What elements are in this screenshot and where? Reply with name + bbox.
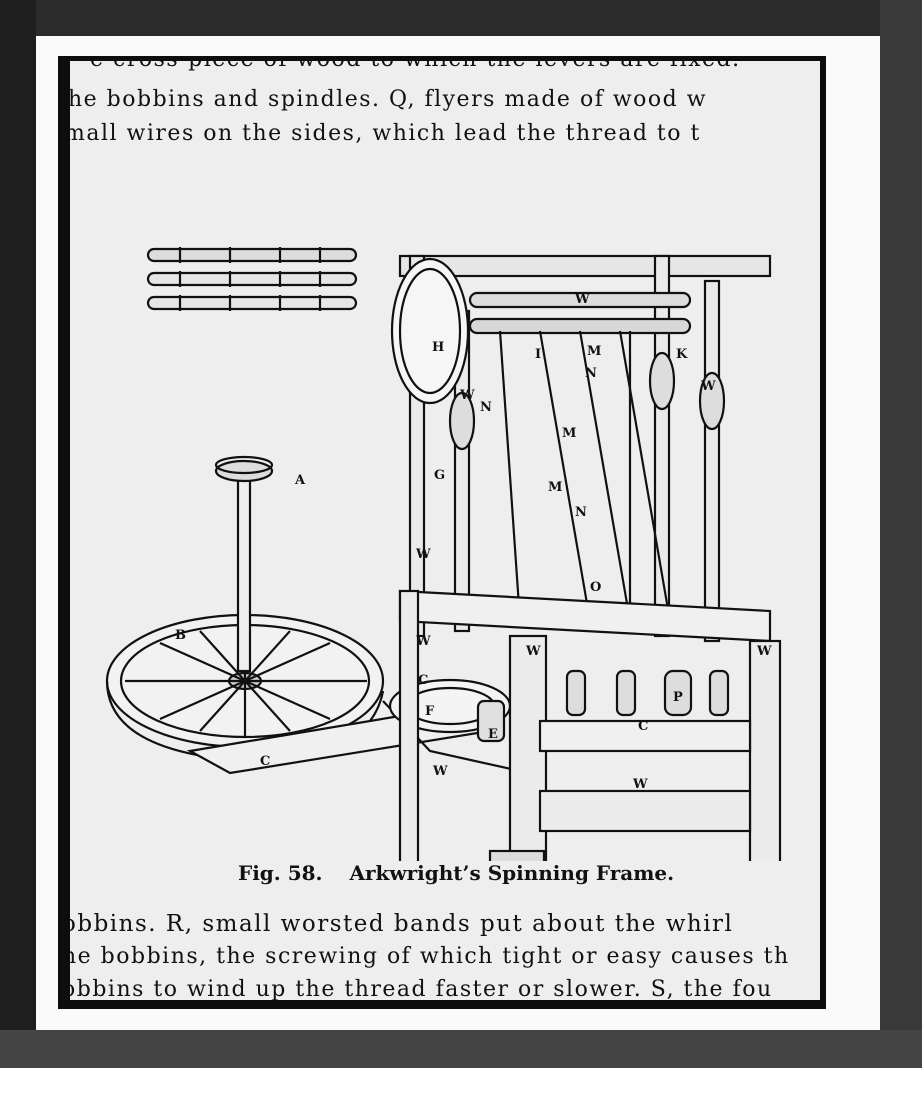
label-W-bottom: W — [632, 777, 648, 792]
label-M-top: M — [587, 344, 601, 359]
label-W-right: W — [700, 379, 716, 394]
label-K: K — [676, 347, 688, 362]
label-M-low: M — [548, 480, 562, 495]
label-W-post: W — [415, 547, 431, 562]
label-F: F — [425, 704, 435, 719]
frame-right-edge — [880, 0, 922, 1068]
label-W-corner: W — [756, 644, 772, 659]
label-E: E — [488, 727, 498, 742]
label-W-top: W — [574, 292, 590, 307]
text-line-bottom-2: obbins to wind up the thread faster or s… — [70, 977, 773, 1000]
label-I: I — [535, 347, 541, 362]
frame-top-edge — [0, 0, 922, 36]
spindle-illustrations — [146, 247, 358, 311]
print-border: e cross-piece of wood to which the lever… — [58, 56, 826, 1009]
label-P: P — [673, 690, 683, 705]
machine-frame — [390, 254, 782, 861]
figure-caption: Fig. 58. Arkwright’s Spinning Frame. — [238, 861, 674, 885]
text-line-top-2: mall wires on the sides, which lead the … — [70, 121, 701, 146]
frame-bottom-edge — [0, 1030, 922, 1068]
label-W-column: W — [525, 644, 541, 659]
text-line-bottom-1: he bobbins, the screwing of which tight … — [70, 944, 790, 969]
text-line-top-1: he bobbins and spindles. Q, flyers made … — [70, 87, 708, 112]
label-H: H — [432, 340, 444, 355]
spinning-frame-engraving: A B C C C D E F G H I K M M M N N N O P — [105, 247, 782, 861]
label-M-mid: M — [562, 426, 576, 441]
book-page: e cross-piece of wood to which the lever… — [70, 61, 820, 1000]
label-N-top: N — [585, 366, 597, 381]
label-C-pulley: C — [418, 673, 428, 688]
label-C-belt: C — [260, 754, 270, 769]
text-line-top-0: e cross-piece of wood to which the lever… — [90, 61, 741, 72]
label-C-frame: C — [638, 719, 648, 734]
drive-wheel — [105, 613, 385, 763]
label-N-low: N — [575, 505, 587, 520]
text-line-bottom-0: obbins. R, small worsted bands put about… — [70, 911, 734, 937]
label-W-base: W — [415, 634, 431, 649]
label-W-floor: W — [432, 764, 448, 779]
figure-number: Fig. 58. — [238, 861, 323, 885]
figure-title: Arkwright’s Spinning Frame. — [349, 861, 675, 885]
wheel-axle — [214, 455, 274, 673]
label-B: B — [175, 628, 186, 643]
label-G: G — [434, 468, 445, 483]
label-W-left: W — [459, 388, 475, 403]
frame-left-edge — [0, 0, 36, 1068]
label-O: O — [590, 580, 601, 595]
label-N-left: N — [480, 400, 492, 415]
label-A: A — [294, 473, 306, 488]
